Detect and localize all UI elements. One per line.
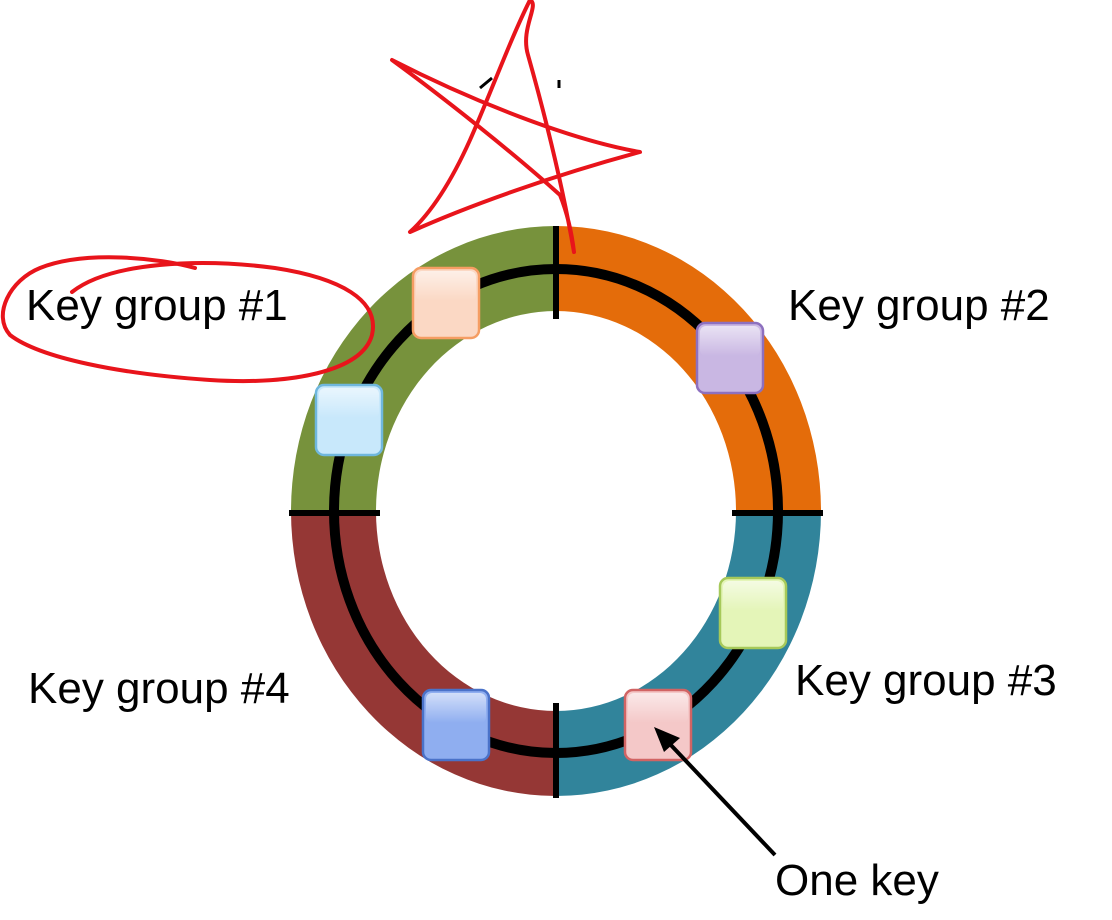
key-lavender	[695, 321, 765, 395]
label-key-group-4: Key group #4	[28, 664, 290, 713]
label-key-group-3: Key group #3	[795, 656, 1057, 705]
key-peach	[411, 266, 481, 340]
key-blue	[421, 688, 491, 762]
small-ink-marks	[479, 76, 561, 90]
red-star-annotation	[390, 0, 642, 254]
key-light-green	[718, 576, 788, 650]
label-one-key: One key	[775, 856, 939, 905]
one-key-arrow	[654, 727, 777, 857]
label-key-group-1: Key group #1	[26, 281, 288, 330]
ring-segment-group2	[556, 226, 821, 511]
key-light-blue	[314, 383, 384, 457]
red-circle-annotation	[0, 255, 375, 384]
label-key-group-2: Key group #2	[788, 281, 1050, 330]
key-pink	[623, 688, 693, 762]
